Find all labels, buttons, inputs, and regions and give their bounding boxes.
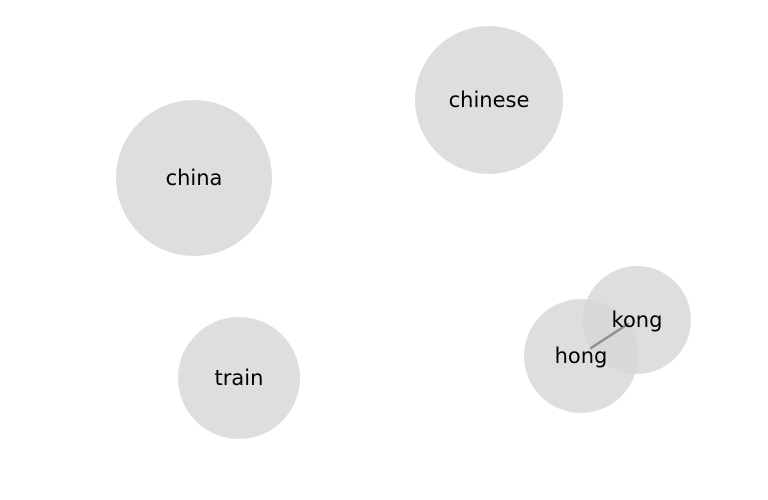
node-china-label: china [166,166,223,190]
node-hong-label: hong [555,344,608,368]
edge-hong-kong [589,322,630,350]
node-train-label: train [215,366,264,390]
node-chinese-label: chinese [449,88,530,112]
node-train: train [178,317,300,439]
node-kong-label: kong [612,308,663,332]
node-china-circle [116,100,272,256]
node-train-circle [178,317,300,439]
node-chinese: chinese [415,26,563,174]
node-chinese-circle [415,26,563,174]
node-hong-circle [524,299,638,413]
node-china: china [116,100,272,256]
node-hong [524,299,638,413]
